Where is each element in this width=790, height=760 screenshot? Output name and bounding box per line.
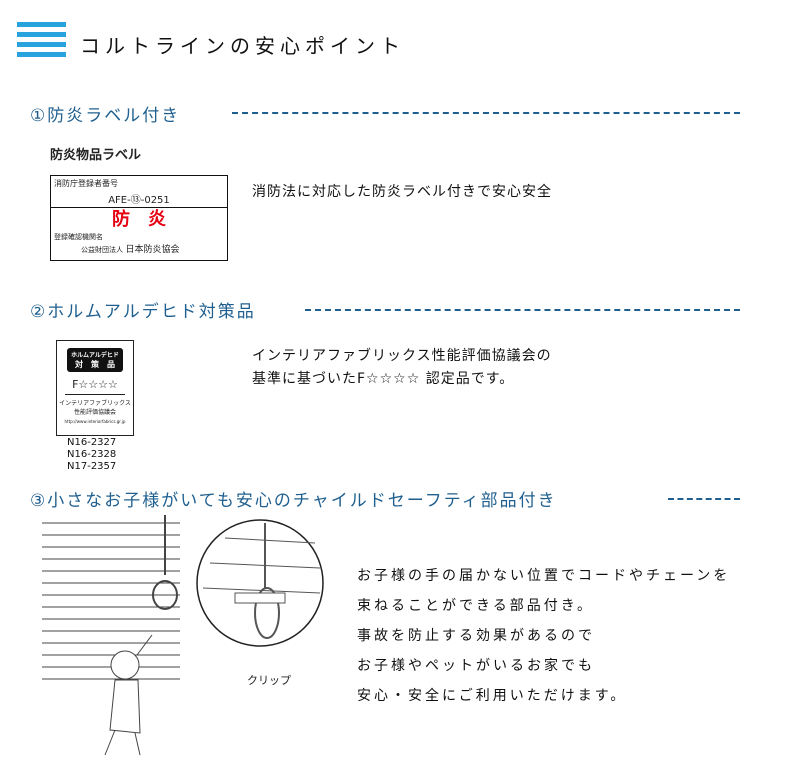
fire-retardant-label: 消防庁登録者番号 AFE-⑬-0251 防 炎 登録確認機関名 公益財団法人 日… [50,175,228,261]
page-title: コルトラインの安心ポイント [80,34,405,58]
divider [232,112,740,114]
card-grade: F☆☆☆☆ [65,378,125,395]
desc-line: お子様やペットがいるお家でも [357,658,595,674]
desc-line: 基準に基づいたF☆☆☆☆ 認定品です。 [252,371,515,387]
section2-description: インテリアファブリックス性能評価協議会の 基準に基づいたF☆☆☆☆ 認定品です。 [252,345,552,391]
section3-heading: ③小さなお子様がいても安心のチャイルドセーフティ部品付き [30,491,557,511]
label-subheading: 防炎物品ラベル [50,148,142,163]
section1-heading: ①防炎ラベル付き [30,106,181,126]
blind-stripes-icon [17,22,66,58]
reg-number: AFE-⑬-0251 [51,191,227,208]
card-assoc2: 性能評価協議会 [73,409,116,416]
cert-code: N16-2328 [67,449,117,460]
org-name: 日本防炎協会 [125,245,180,255]
clip-detail-illustration [196,519,324,647]
desc-line: 安心・安全にご利用いただけます。 [357,688,628,704]
card-assoc1: インテリアファブリックス [59,400,131,407]
divider [305,309,740,311]
org-title: 登録確認機関名 [54,233,103,241]
clip-label: クリップ [247,674,291,687]
section2-heading: ②ホルムアルデヒド対策品 [30,302,256,322]
desc-line: インテリアファブリックス性能評価協議会の [252,348,552,364]
section3-description: お子様の手の届かない位置でコードやチェーンを 束ねることができる部品付き。 事故… [357,561,730,711]
fire-mark: 防 炎 [112,209,166,230]
org-type: 公益財団法人 [81,246,123,254]
divider [668,498,740,500]
desc-line: 束ねることができる部品付き。 [357,598,595,614]
desc-line: お子様の手の届かない位置でコードやチェーンを [357,568,731,584]
reg-title: 消防庁登録者番号 [54,179,118,188]
card-top1: ホルムアルデヒド [71,352,119,359]
cert-code: N17-2357 [67,461,117,472]
child-blind-illustration [42,515,180,756]
cert-codes: N16-2327 N16-2328 N17-2357 [67,437,116,473]
formaldehyde-card: ホルムアルデヒド 対 策 品 F☆☆☆☆ インテリアファブリックス 性能評価協議… [56,340,134,436]
card-url: http://www.interiorfabrics.gr.jp [64,419,126,424]
card-top2: 対 策 品 [75,360,115,369]
cert-code: N16-2327 [67,437,117,448]
desc-line: 事故を防止する効果があるので [357,628,595,644]
section1-description: 消防法に対応した防炎ラベル付きで安心安全 [252,184,552,200]
